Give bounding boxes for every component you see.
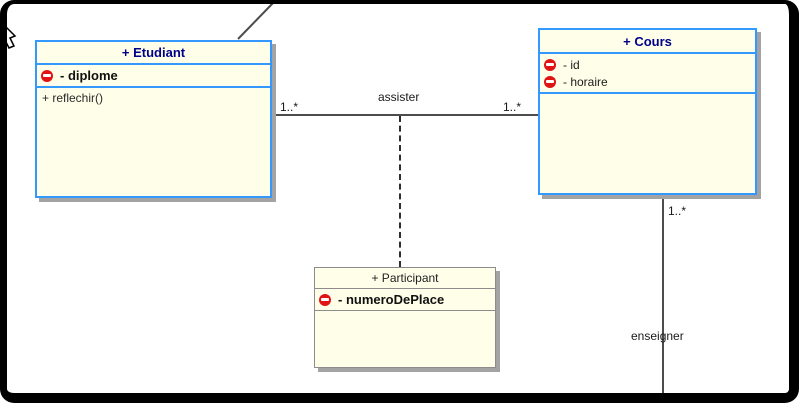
association-enseigner-line[interactable] <box>662 197 664 393</box>
offscreen-connector-line[interactable] <box>237 2 274 40</box>
class-participant-title[interactable]: + Participant <box>315 268 495 289</box>
private-visibility-icon <box>544 58 556 71</box>
attribute-diplome[interactable]: - diplome <box>41 67 266 84</box>
association-assister-name[interactable]: assister <box>378 90 420 104</box>
class-etudiant-attributes: - diplome <box>37 65 270 88</box>
class-cours-attributes: - id - horaire <box>540 54 755 94</box>
association-class-dashed-link[interactable] <box>399 116 401 267</box>
class-etudiant-operations: + reflechir() <box>37 88 270 196</box>
assister-multiplicity-cours[interactable]: 1..* <box>503 100 522 114</box>
class-cours-title[interactable]: + Cours <box>540 30 755 54</box>
attribute-id[interactable]: - id <box>544 56 751 73</box>
attribute-numerodeplace[interactable]: - numeroDePlace <box>319 291 491 308</box>
association-enseigner-name[interactable]: enseigner <box>631 329 684 343</box>
assister-multiplicity-etudiant[interactable]: 1..* <box>280 100 299 114</box>
enseigner-multiplicity-cours[interactable]: 1..* <box>668 204 687 218</box>
attribute-horaire[interactable]: - horaire <box>544 73 751 90</box>
private-visibility-icon <box>41 69 53 82</box>
class-etudiant-title[interactable]: + Etudiant <box>37 42 270 65</box>
mouse-cursor-icon <box>4 24 17 49</box>
class-participant-operations <box>315 311 495 367</box>
class-cours-operations <box>540 94 755 193</box>
class-cours[interactable]: + Cours - id - horaire <box>538 28 757 195</box>
class-etudiant[interactable]: + Etudiant - diplome + reflechir() <box>35 40 272 198</box>
class-participant-attributes: - numeroDePlace <box>315 289 495 311</box>
association-assister-line[interactable] <box>272 114 538 116</box>
class-participant[interactable]: + Participant - numeroDePlace <box>314 267 496 368</box>
private-visibility-icon <box>319 293 331 306</box>
operation-reflechir[interactable]: + reflechir() <box>42 91 104 105</box>
private-visibility-icon <box>544 75 556 88</box>
